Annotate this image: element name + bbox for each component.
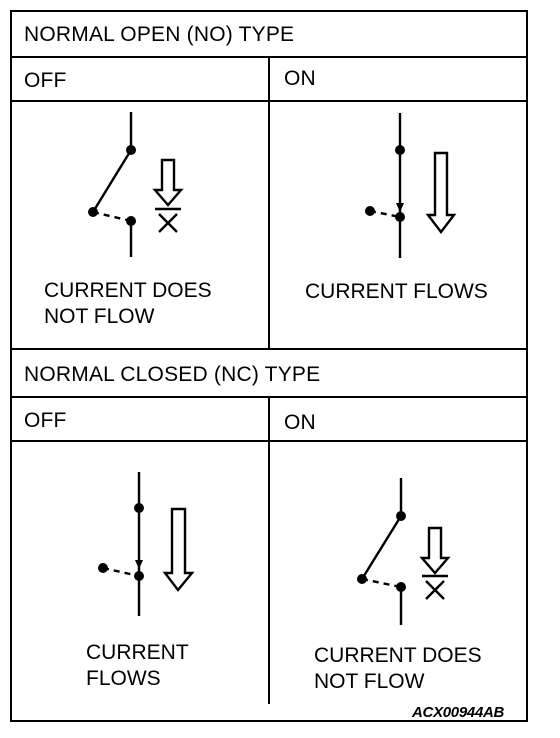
nc-on-label: ON	[284, 411, 316, 434]
no-off-caption: CURRENT DOES NOT FLOW	[44, 279, 212, 328]
no-on-inline-arrowhead	[396, 203, 404, 212]
no-type-header: NORMAL OPEN (NO) TYPE	[24, 23, 295, 46]
divider-nc-header-top	[10, 348, 528, 350]
nc-type-header: NORMAL CLOSED (NC) TYPE	[24, 363, 321, 386]
no-off-contact-bottom	[126, 216, 136, 226]
no-on-caption: CURRENT FLOWS	[305, 280, 488, 303]
no-on-current-arrow	[425, 151, 457, 234]
divider-nc-columns	[268, 396, 270, 704]
nc-off-contact-top	[134, 503, 144, 513]
no-on-pivot-dashed	[369, 209, 401, 219]
nc-on-cross-b	[425, 580, 445, 600]
nc-on-contact-bottom	[396, 582, 406, 592]
no-on-label: ON	[284, 67, 316, 90]
nc-off-label: OFF	[24, 409, 67, 432]
nc-on-arrow	[419, 526, 451, 575]
no-off-cross-b	[158, 213, 178, 233]
divider-no-columns	[268, 56, 270, 348]
nc-on-gap-dashed	[361, 577, 402, 589]
no-on-contact-pivot	[365, 206, 375, 216]
nc-off-current-arrow	[162, 507, 195, 592]
nc-off-caption: CURRENT FLOWS	[86, 641, 189, 690]
nc-on-contact-top	[396, 511, 406, 521]
no-off-arrow	[152, 158, 184, 207]
no-on-contact-bottom	[395, 212, 405, 222]
no-off-switch-blade	[91, 149, 133, 213]
diagram-frame	[10, 10, 528, 722]
no-off-contact-pivot	[88, 207, 98, 217]
nc-off-contact-pivot	[98, 563, 108, 573]
nc-off-contact-bottom	[134, 571, 144, 581]
no-off-contact-top	[126, 145, 136, 155]
nc-on-contact-pivot	[357, 574, 367, 584]
figure-code: ACX00944AB	[412, 704, 505, 721]
nc-on-caption: CURRENT DOES NOT FLOW	[314, 644, 482, 693]
nc-off-inline-arrowhead	[135, 560, 143, 569]
no-on-contact-top	[395, 145, 405, 155]
nc-on-switch-blade	[360, 515, 403, 580]
no-off-label: OFF	[24, 69, 67, 92]
